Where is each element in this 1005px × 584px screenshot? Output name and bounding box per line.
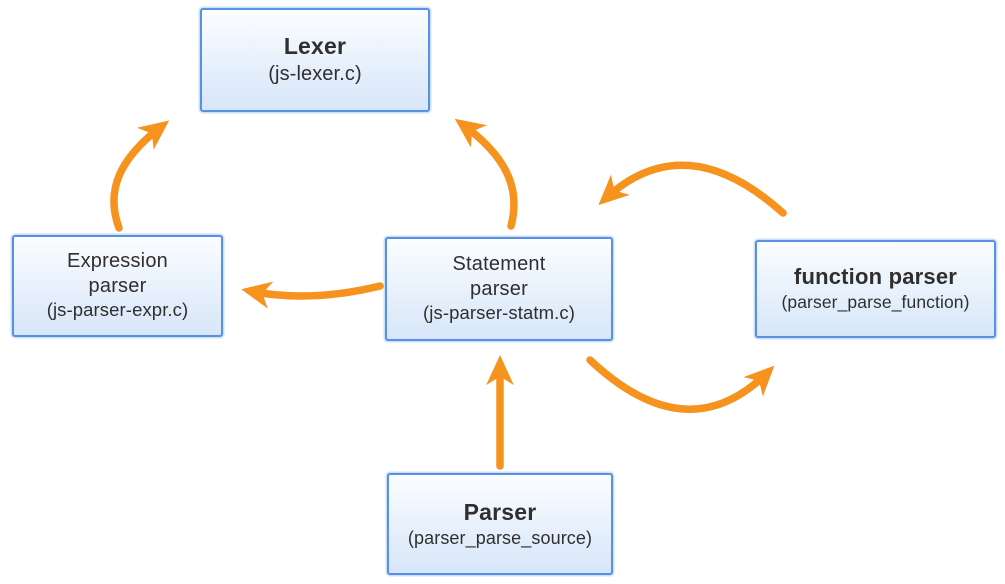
node-function-parser: function parser (parser_parse_function) — [755, 240, 996, 338]
node-lexer: Lexer (js-lexer.c) — [200, 8, 430, 112]
node-function-parser-subtitle: (parser_parse_function) — [781, 291, 970, 312]
arrow-statement-parser-to-function-parser — [586, 356, 775, 413]
arrow-statement-parser-to-expression-parser — [241, 281, 384, 309]
arrow-statement-parser-to-lexer — [454, 118, 518, 230]
node-expression-parser: Expression parser (js-parser-expr.c) — [12, 235, 223, 337]
arrow-function-parser-to-statement-parser — [598, 161, 787, 217]
node-lexer-title: Lexer — [283, 33, 347, 60]
node-function-parser-title: function parser — [793, 263, 958, 289]
node-parser: Parser (parser_parse_source) — [387, 473, 613, 575]
arrow-expression-parser-to-lexer — [110, 120, 170, 232]
node-statement-parser-title: Statement parser — [452, 253, 546, 300]
node-expression-parser-title: Expression parser — [67, 250, 168, 297]
node-lexer-subtitle: (js-lexer.c) — [268, 62, 362, 85]
node-expression-parser-subtitle: (js-parser-expr.c) — [46, 298, 189, 320]
node-statement-parser: Statement parser (js-parser-statm.c) — [385, 237, 613, 341]
node-parser-title: Parser — [463, 498, 537, 525]
node-statement-parser-subtitle: (js-parser-statm.c) — [423, 301, 575, 323]
node-parser-subtitle: (parser_parse_source) — [407, 527, 593, 548]
